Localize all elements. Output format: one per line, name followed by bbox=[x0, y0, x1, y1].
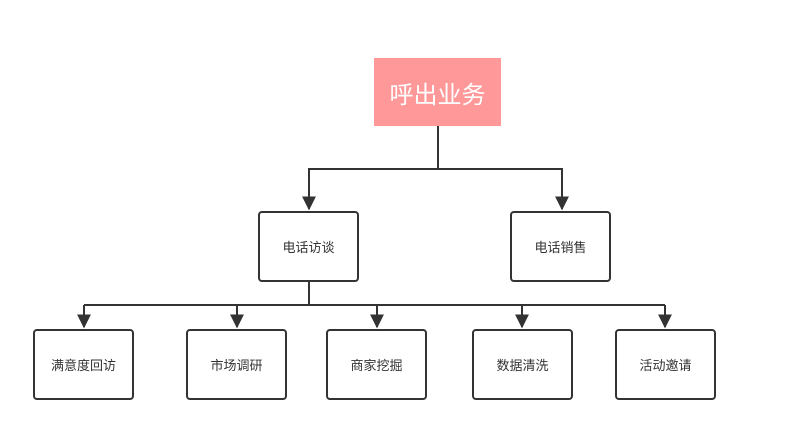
node-event-invitation: 活动邀请 bbox=[615, 329, 716, 400]
connector-root-to-phone-interview bbox=[302, 126, 439, 211]
node-merchant-mining: 商家挖掘 bbox=[326, 329, 427, 400]
node-data-cleaning: 数据清洗 bbox=[472, 329, 573, 400]
root-node: 呼出业务 bbox=[374, 58, 501, 126]
node-market-research: 市场调研 bbox=[186, 329, 287, 400]
node-phone-sales: 电话销售 bbox=[510, 211, 611, 282]
connector-root-to-phone-sales bbox=[438, 168, 569, 211]
node-phone-interview: 电话访谈 bbox=[258, 211, 359, 282]
node-satisfaction-callback: 满意度回访 bbox=[33, 329, 134, 400]
